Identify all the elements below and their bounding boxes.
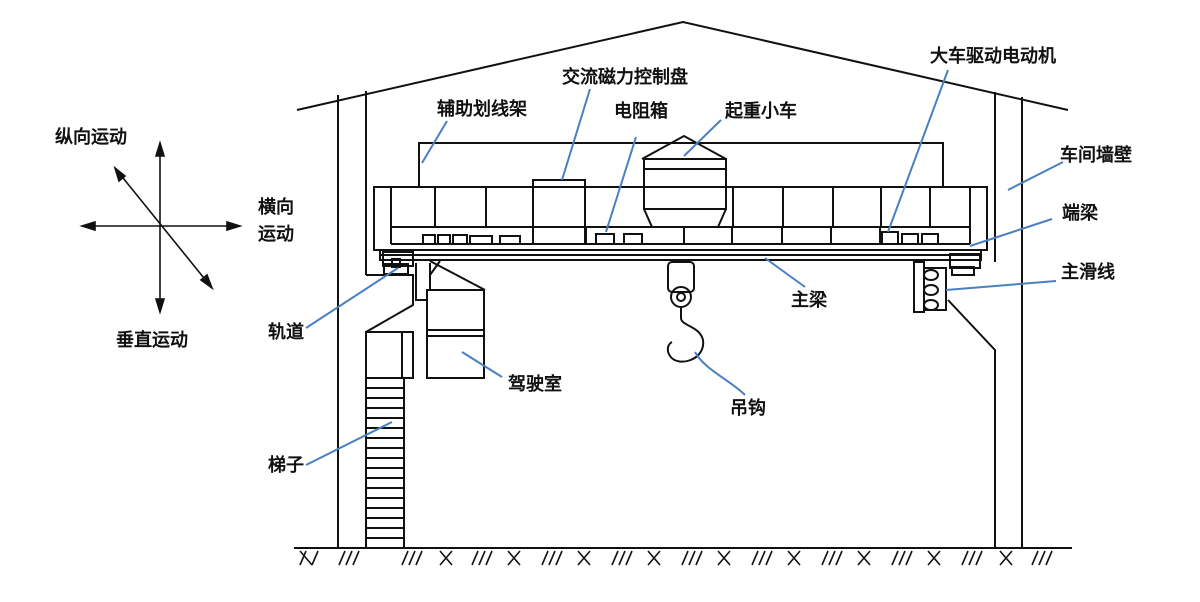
leader-ladder <box>305 421 393 466</box>
trolley-body <box>643 158 727 210</box>
leader-resistor-box <box>605 136 637 233</box>
direction-arrows <box>79 140 243 315</box>
label-resistor-box: 电阻箱 <box>614 101 668 122</box>
label-trolley-line: 主滑线 <box>1061 262 1115 283</box>
leader-trolley-line <box>945 280 1057 291</box>
trolley-line-bracket <box>913 261 925 313</box>
cab-hanger <box>429 260 486 291</box>
leader-auxiliary-line-frame <box>421 120 448 164</box>
label-cab: 驾驶室 <box>508 374 562 395</box>
label-hook: 吊钩 <box>730 398 766 419</box>
leader-trolley <box>683 119 722 157</box>
hook-shape <box>666 307 705 363</box>
label-transverse-2: 运动 <box>258 224 294 245</box>
label-main-beam: 主梁 <box>791 290 827 311</box>
ground-hatching <box>299 550 1053 566</box>
trolley-roof <box>641 134 727 160</box>
cab <box>426 289 485 379</box>
label-longitudinal: 纵向运动 <box>55 127 127 148</box>
leader-hook <box>694 351 746 396</box>
label-wall: 车间墙壁 <box>1060 145 1132 166</box>
ladder-top <box>365 331 414 379</box>
label-rail: 轨道 <box>268 322 304 343</box>
ladder-rungs <box>366 387 404 539</box>
girder-box <box>373 186 988 251</box>
label-auxiliary-line-frame: 辅助划线架 <box>437 99 527 120</box>
leader-wall <box>1007 161 1064 191</box>
leader-drive-motor <box>887 69 949 233</box>
roof <box>296 20 1069 111</box>
label-ladder: 梯子 <box>268 455 304 476</box>
right-column-step <box>947 299 996 548</box>
leader-cab <box>461 351 503 378</box>
label-vertical: 垂直运动 <box>116 330 188 351</box>
label-transverse-1: 横向 <box>258 197 294 218</box>
label-trolley: 起重小车 <box>725 101 797 122</box>
leader-rail <box>305 267 399 329</box>
leader-lines <box>305 69 1064 466</box>
label-control-panel: 交流磁力控制盘 <box>562 67 688 88</box>
control-panel <box>532 179 586 245</box>
leader-end-beam <box>969 218 1053 247</box>
label-drive-motor: 大车驱动电动机 <box>930 46 1056 67</box>
leader-main-beam <box>764 257 806 288</box>
girder-inner <box>390 186 971 228</box>
auxiliary-line-frame <box>418 142 944 187</box>
leader-control-panel <box>561 88 591 181</box>
label-end-beam: 端梁 <box>1062 203 1098 224</box>
